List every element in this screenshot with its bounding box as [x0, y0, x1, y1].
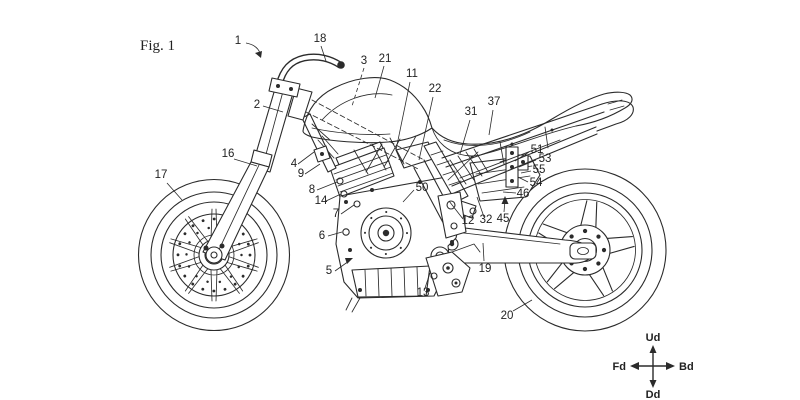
- reference-labels: 1 18 2 3 21 11 22 31 37 16 17 4 9 8 14 7…: [155, 33, 552, 322]
- ref-label-21: 21: [379, 53, 392, 65]
- ref-label-7: 7: [333, 208, 339, 220]
- swingarm: [445, 225, 597, 264]
- ref-label-54: 54: [530, 177, 543, 189]
- ref-label-19: 19: [479, 263, 492, 275]
- ref-label-12: 12: [462, 215, 475, 227]
- ref-label-13: 13: [417, 287, 430, 299]
- arrow-back-icon: [666, 362, 675, 370]
- ref-label-46: 46: [517, 188, 530, 200]
- ref-label-17: 17: [155, 169, 168, 181]
- front-wheel: [137, 178, 291, 332]
- engine-hanger: [313, 135, 339, 163]
- compass-label-front: Fd: [613, 361, 626, 373]
- ref-label-11: 11: [406, 68, 418, 80]
- ref-label-2: 2: [254, 99, 260, 111]
- ref-label-32: 32: [480, 214, 493, 226]
- ref-label-4: 4: [291, 158, 298, 170]
- ref-label-6: 6: [319, 230, 325, 242]
- ref-label-18: 18: [314, 33, 327, 45]
- ref-label-20: 20: [501, 310, 514, 322]
- ref-label-9: 9: [298, 168, 304, 180]
- ref-label-37: 37: [488, 96, 501, 108]
- footpeg-bracket: [425, 243, 481, 297]
- figure-caption: Fig. 1: [140, 38, 175, 54]
- ref-label-53: 53: [539, 153, 552, 165]
- arrow-down-icon: [649, 380, 657, 388]
- ref-label-16: 16: [222, 148, 235, 160]
- ref-label-51: 51: [531, 144, 544, 156]
- direction-compass: Ud Dd Fd Bd: [613, 332, 694, 400]
- ref-label-55: 55: [533, 164, 546, 176]
- arrow-front-icon: [630, 362, 639, 370]
- ref-label-45: 45: [497, 213, 510, 225]
- ref-label-22: 22: [429, 83, 442, 95]
- handlebar: [268, 53, 345, 98]
- ref-label-50: 50: [416, 182, 429, 194]
- ref-label-3: 3: [361, 55, 367, 67]
- ref-label-31: 31: [465, 106, 478, 118]
- compass-label-down: Dd: [646, 389, 661, 400]
- seat-tail: [431, 91, 633, 157]
- compass-label-up: Ud: [646, 332, 661, 344]
- ref-label-1: 1: [235, 35, 241, 47]
- ref-label-5: 5: [326, 265, 332, 277]
- compass-label-back: Bd: [679, 361, 694, 373]
- ref-label-14: 14: [315, 195, 328, 207]
- front-fork: [202, 81, 313, 264]
- ref-label-8: 8: [309, 184, 315, 196]
- leader-lines: [166, 42, 537, 312]
- arrow-up-icon: [649, 345, 657, 353]
